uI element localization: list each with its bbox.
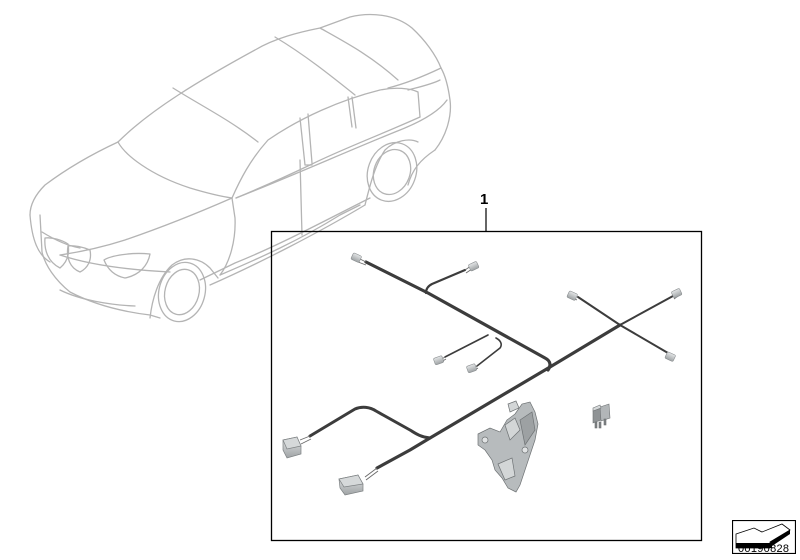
callout-number: 1 — [480, 191, 489, 208]
connector-small — [664, 351, 676, 362]
connector-small — [433, 355, 444, 366]
connector-small — [566, 290, 578, 301]
connector-small — [466, 363, 477, 374]
connector-small — [671, 288, 683, 299]
diagram-id-label: 00190828 — [738, 543, 790, 555]
connector-small — [468, 261, 480, 272]
diagram-stamp-arrow-icon — [732, 520, 796, 554]
connector-small — [350, 252, 362, 263]
relay — [592, 403, 611, 429]
door-latch — [477, 400, 539, 493]
